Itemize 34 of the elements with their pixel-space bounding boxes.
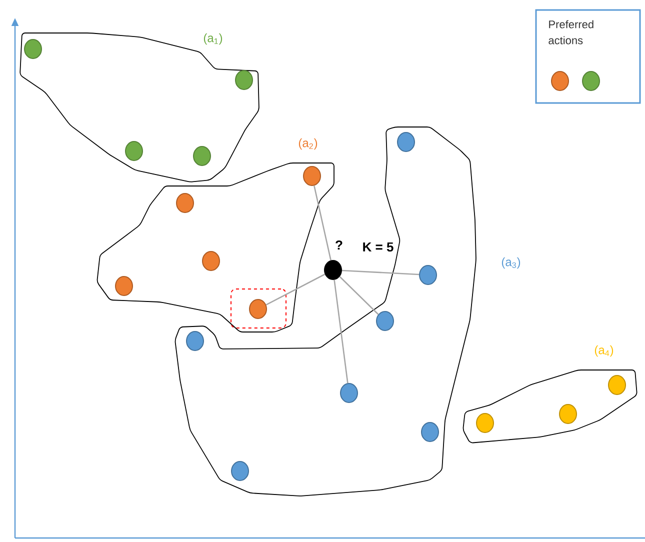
question-mark: ? <box>336 240 342 250</box>
neighbor-line <box>266 274 326 306</box>
legend-box: Preferred actions <box>535 9 641 104</box>
data-point <box>421 422 439 442</box>
k-value-label: K = 5 <box>363 242 394 252</box>
data-point <box>231 461 249 481</box>
data-point <box>193 146 211 166</box>
cluster-label: (a$_{3}$) <box>502 257 520 269</box>
dashed-highlight-box <box>230 288 286 328</box>
data-point <box>419 265 437 285</box>
data-point <box>376 311 394 331</box>
neighbor-line <box>314 186 332 260</box>
cluster-label: (a$_{2}$) <box>298 138 318 150</box>
cluster-label: (a$_{1}$) <box>204 33 222 45</box>
neighbor-line <box>334 280 348 384</box>
data-point <box>115 276 133 296</box>
data-point <box>24 39 42 59</box>
data-point <box>125 141 143 161</box>
data-point <box>608 375 626 395</box>
data-point <box>340 383 358 403</box>
neighbor-line <box>342 270 420 276</box>
neighbor-line <box>339 276 379 315</box>
cluster-label: (a$_{4}$) <box>594 345 614 357</box>
data-point <box>397 132 415 152</box>
data-point <box>176 193 194 213</box>
data-point <box>235 70 253 90</box>
data-point <box>202 251 220 271</box>
data-point <box>249 299 267 319</box>
data-point <box>476 413 494 433</box>
data-point <box>551 71 569 91</box>
data-point <box>582 71 600 91</box>
data-point <box>303 166 321 186</box>
data-point <box>559 404 577 424</box>
data-point <box>186 331 204 351</box>
